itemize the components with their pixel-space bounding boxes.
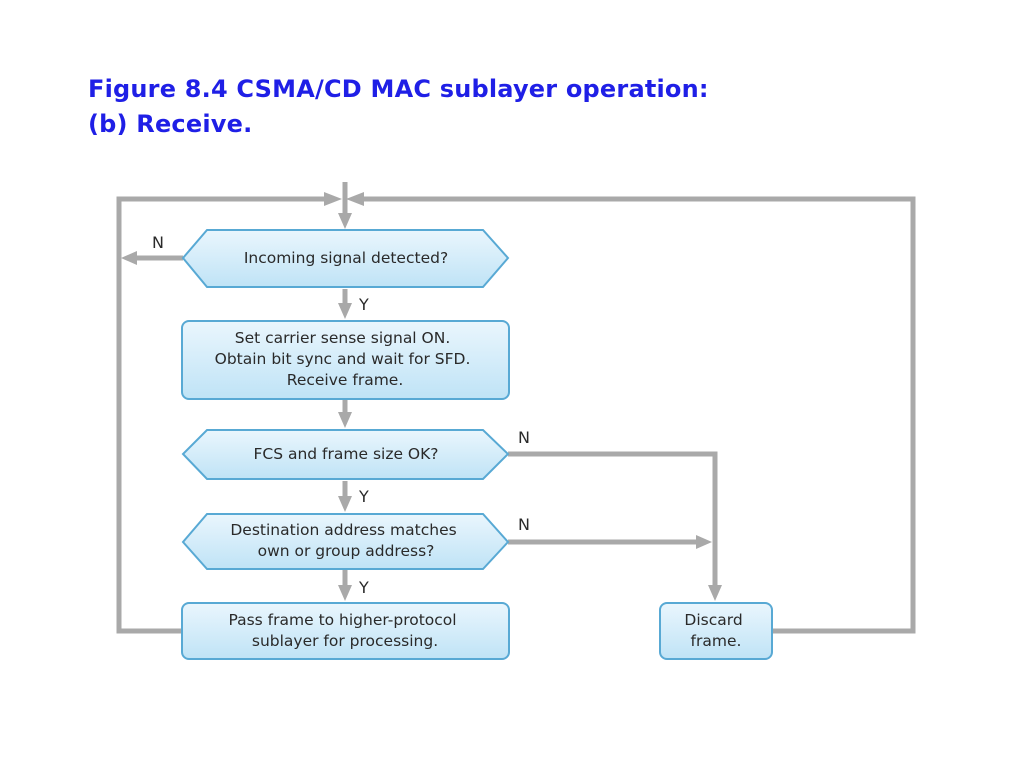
decision-incoming-signal: Incoming signal detected? (181, 229, 510, 288)
arrowhead-loop-left (324, 192, 342, 206)
decision-destination: Destination address matches own or group… (181, 513, 510, 570)
arrowhead-carrier-fcs (338, 412, 352, 428)
label-dest-no: N (518, 515, 530, 534)
title-line-2: (b) Receive. (88, 110, 253, 138)
decision-incoming-line: Incoming signal detected? (244, 249, 448, 267)
decision-fcs-shape (181, 429, 510, 480)
arrowhead-entry (338, 213, 352, 229)
process-carrier-line-1: Set carrier sense signal ON. (235, 329, 451, 347)
process-discard-text: Discard frame. (684, 611, 747, 650)
process-discard-frame: Discard frame. (659, 602, 773, 660)
title-line-1: Figure 8.4 CSMA/CD MAC sublayer operatio… (88, 75, 709, 103)
process-carrier-line-3: Receive frame. (287, 371, 404, 389)
arrowhead-dest-yes (338, 585, 352, 601)
decision-fcs-line: FCS and frame size OK? (253, 445, 438, 463)
label-fcs-no: N (518, 428, 530, 447)
decision-fcs-text: FCS and frame size OK? (253, 445, 438, 463)
decision-dest-text: Destination address matches own or group… (230, 521, 461, 560)
process-discard-shape (659, 602, 773, 660)
decision-dest-line-1: Destination address matches (230, 521, 456, 539)
process-pass-line-2: sublayer for processing. (252, 632, 438, 650)
branch-labels: N Y N Y N Y (152, 233, 530, 597)
process-carrier-text: Set carrier sense signal ON. Obtain bit … (215, 329, 476, 389)
arrowhead-incoming-yes (338, 303, 352, 319)
label-incoming-yes: Y (358, 295, 369, 314)
process-carrier-shape (181, 320, 510, 400)
label-dest-yes: Y (358, 578, 369, 597)
decision-dest-line-2: own or group address? (258, 542, 435, 560)
process-discard-line-2: frame. (691, 632, 742, 650)
connector-fcs-no (508, 451, 718, 590)
process-pass-line-1: Pass frame to higher-protocol (228, 611, 456, 629)
slide-title: Figure 8.4 CSMA/CD MAC sublayer operatio… (88, 72, 709, 142)
process-pass-text: Pass frame to higher-protocol sublayer f… (228, 611, 461, 650)
process-carrier-line-2: Obtain bit sync and wait for SFD. (215, 350, 471, 368)
decision-fcs: FCS and frame size OK? (181, 429, 510, 480)
process-discard-line-1: Discard (684, 611, 742, 629)
arrowhead-loop-right (346, 192, 364, 206)
arrowhead-fcs-yes (338, 496, 352, 512)
decision-dest-shape (181, 513, 510, 570)
arrowhead-incoming-no (121, 251, 137, 265)
process-pass-shape (181, 602, 510, 660)
label-incoming-no: N (152, 233, 164, 252)
arrowhead-dest-no (696, 535, 712, 549)
connector-discard-loop (353, 196, 916, 634)
process-pass-frame: Pass frame to higher-protocol sublayer f… (181, 602, 510, 660)
connectors (116, 182, 916, 634)
decision-incoming-shape (181, 229, 510, 288)
process-carrier-sense: Set carrier sense signal ON. Obtain bit … (181, 320, 510, 400)
arrowhead-fcs-no (708, 585, 722, 601)
label-fcs-yes: Y (358, 487, 369, 506)
decision-incoming-text: Incoming signal detected? (244, 249, 448, 267)
connector-pass-loop (116, 196, 335, 634)
